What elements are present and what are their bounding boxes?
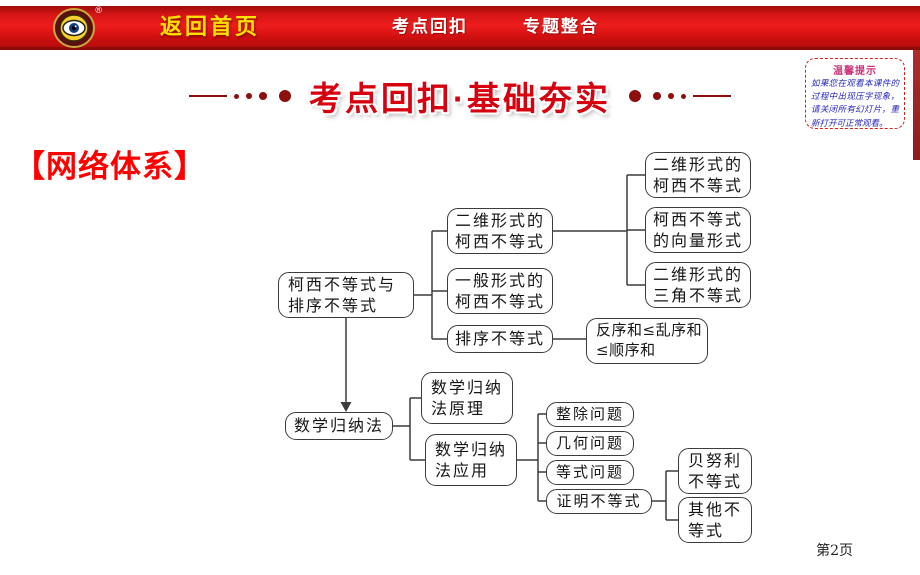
node-cauchy-rearrangement: 柯西不等式与 排序不等式 (278, 272, 414, 318)
nav-topic-integration[interactable]: 专题整合 (523, 17, 599, 36)
node-geometry-problems: 几何问题 (546, 431, 634, 456)
brand-logo-icon: ® (52, 5, 102, 49)
decoration-dash-left (189, 95, 227, 97)
slide-title-row: 考点回扣·基础夯实 (0, 74, 920, 118)
node-equation-problems: 等式问题 (546, 460, 634, 485)
decoration-dot (246, 93, 252, 99)
registered-mark: ® (95, 5, 102, 15)
tip-box-title: 温馨提示 (833, 66, 877, 77)
section-label: 【网络体系】 (14, 149, 206, 184)
page-number: 第2页 (816, 543, 853, 559)
node-prove-inequality: 证明不等式 (546, 489, 652, 514)
decoration-dot (681, 93, 686, 99)
node-cauchy-2d-form: 二维形式的 柯西不等式 (645, 152, 751, 198)
node-divisibility-problems: 整除问题 (546, 402, 634, 427)
nav-exam-review[interactable]: 考点回扣 (392, 17, 468, 36)
node-bernoulli-inequality: 贝努利 不等式 (678, 448, 752, 494)
decoration-dot (259, 92, 267, 100)
slide-title: 考点回扣·基础夯实 (309, 80, 611, 117)
node-induction-application: 数学归纳 法应用 (425, 434, 517, 486)
decoration-dot (668, 93, 674, 99)
node-cauchy-general: 一般形式的 柯西不等式 (447, 268, 553, 314)
right-edge-ribbon (913, 50, 920, 160)
node-induction-principle: 数学归纳 法原理 (421, 372, 513, 424)
node-other-inequality: 其他不 等式 (678, 497, 752, 543)
tip-box: 温馨提示 如果您在观看本课件的过程中出现压字现象，请关闭所有幻灯片，重新打开可正… (805, 58, 905, 129)
node-cauchy-vector-form: 柯西不等式 的向量形式 (645, 207, 751, 253)
node-rearrangement: 排序不等式 (447, 325, 553, 353)
node-induction: 数学归纳法 (285, 412, 393, 440)
home-button[interactable]: 返回首页 (160, 14, 261, 39)
decoration-dash-right (693, 95, 731, 97)
decoration-dot (629, 90, 641, 102)
decoration-dot (653, 92, 661, 100)
top-navigation-bar: ® 返回首页 考点回扣 专题整合 (0, 5, 920, 50)
decoration-dot (279, 90, 291, 102)
tip-box-body: 如果您在观看本课件的过程中出现压字现象，请关闭所有幻灯片，重新打开可正常观看。 (811, 79, 899, 129)
node-triangle-2d: 二维形式的 三角不等式 (645, 262, 751, 308)
decoration-dot (234, 93, 239, 99)
node-cauchy-2d: 二维形式的 柯西不等式 (447, 208, 553, 254)
node-order-sums: 反序和≤乱序和 ≤顺序和 (586, 318, 708, 364)
